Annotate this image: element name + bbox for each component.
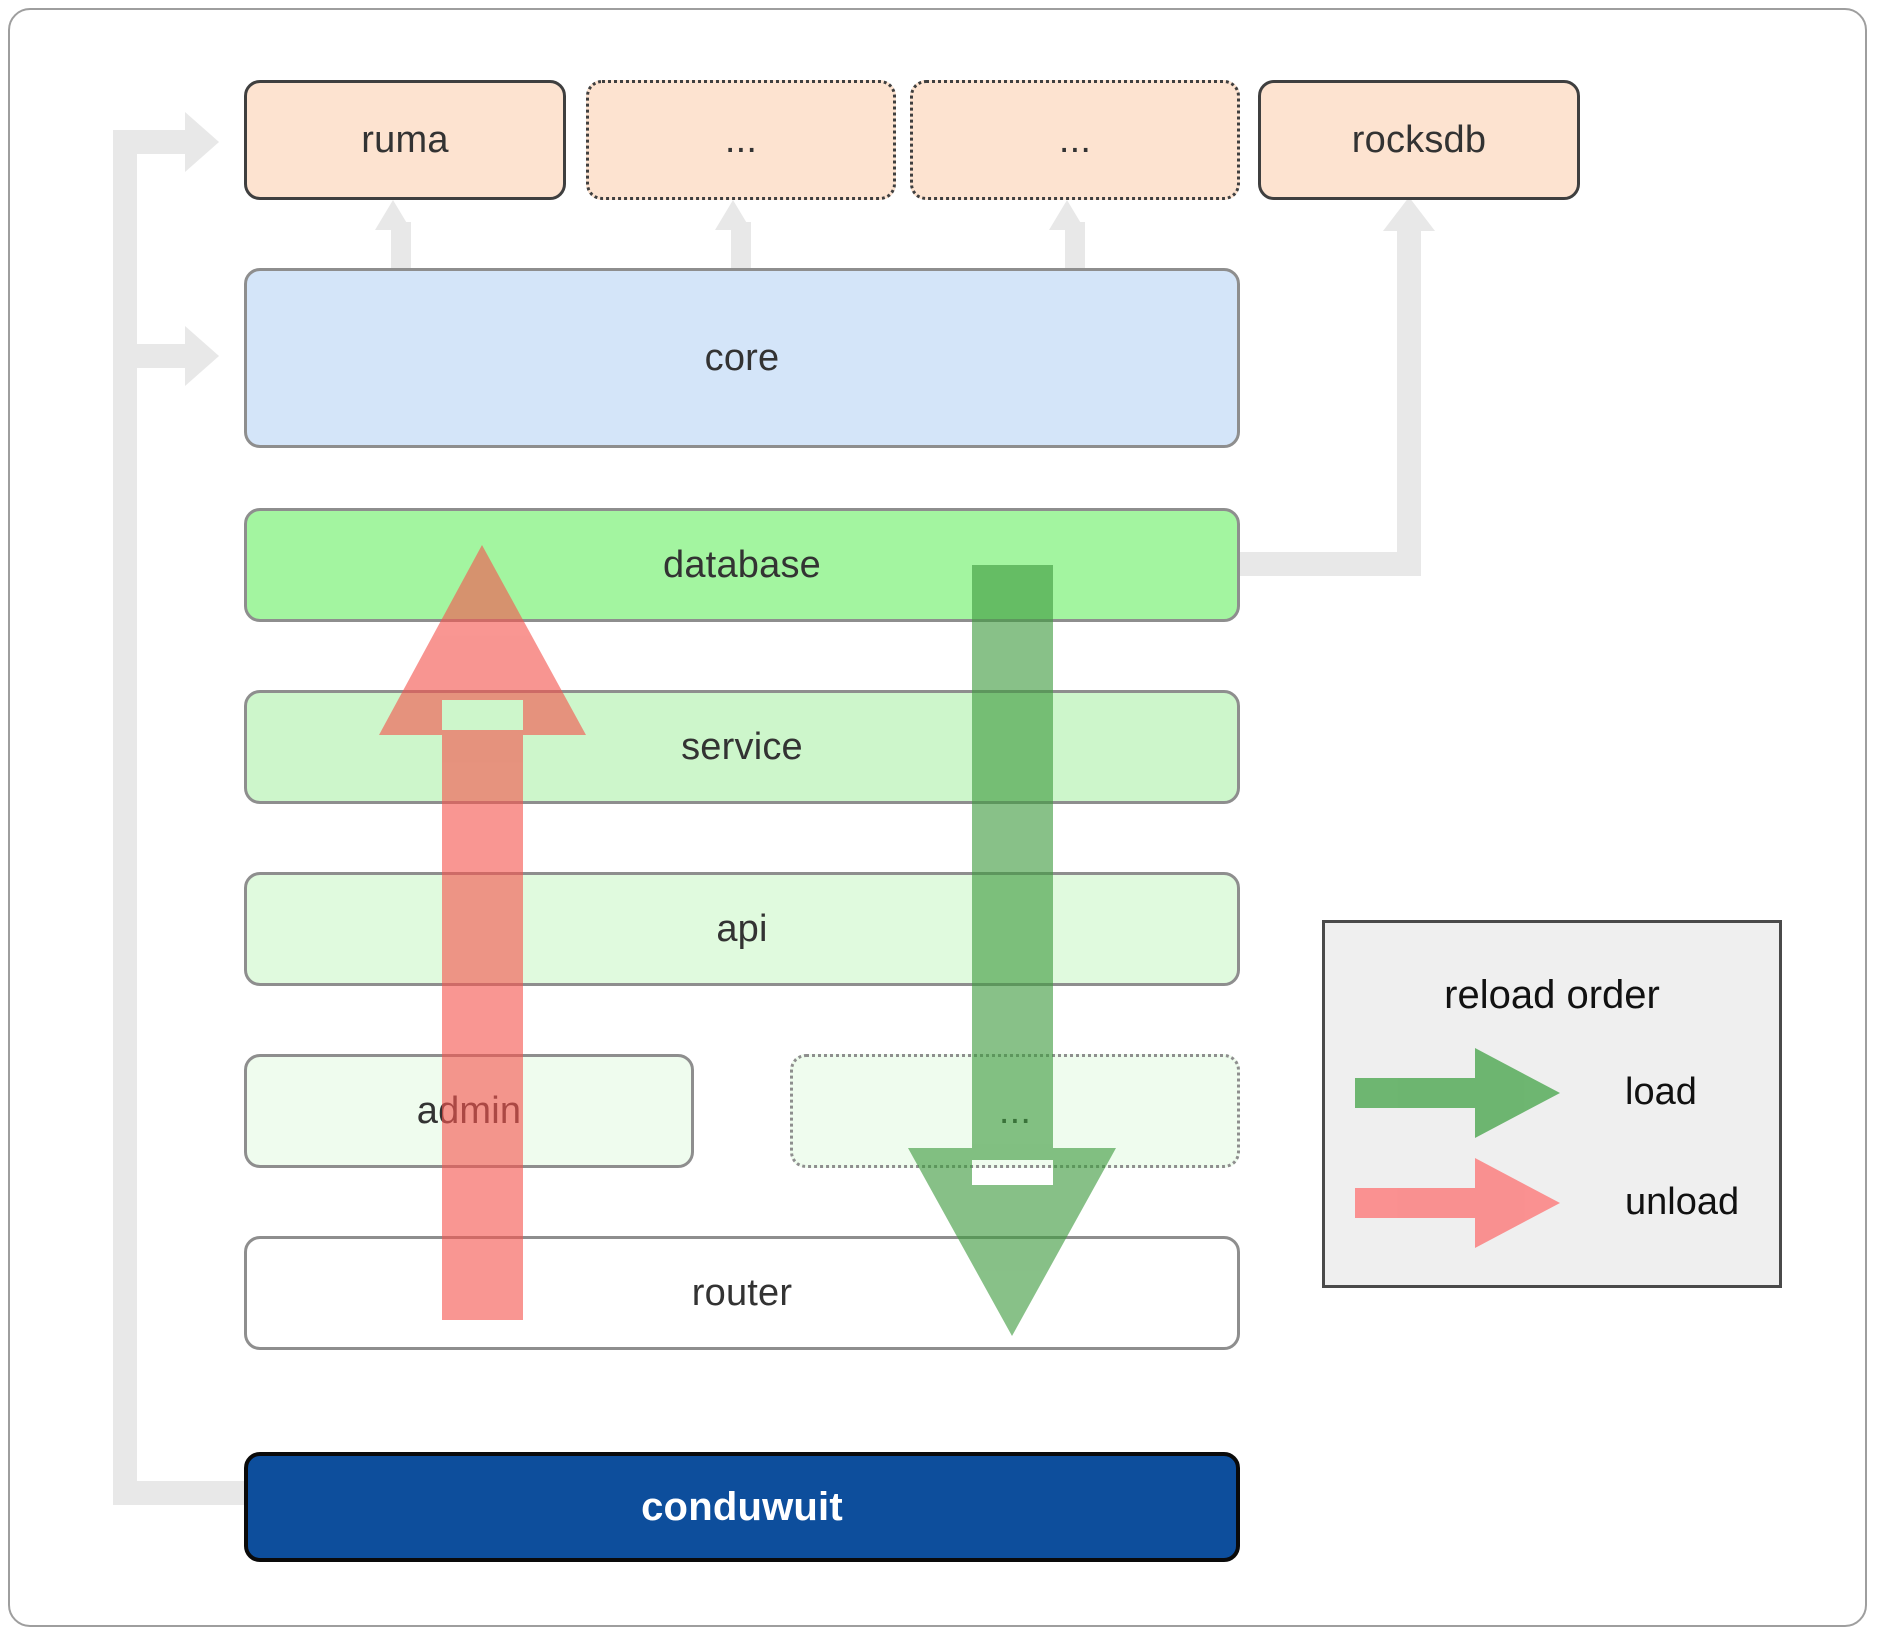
node-top-ellipsis-2-label: ... — [1058, 118, 1092, 161]
node-api[interactable]: api — [244, 872, 1240, 986]
node-ruma[interactable]: ruma — [244, 80, 566, 200]
node-top-ellipsis-2[interactable]: ... — [910, 80, 1240, 200]
connector-database-to-rocksdb-horizontal — [1235, 552, 1421, 576]
connector-arrowhead-core — [185, 326, 219, 386]
node-top-ellipsis-1-label: ... — [724, 118, 758, 161]
node-api-label: api — [716, 907, 768, 950]
node-core[interactable]: core — [244, 268, 1240, 448]
legend-load-label: load — [1625, 1071, 1697, 1113]
connector-core-to-dots1-shaft — [731, 222, 751, 272]
connector-arrowhead-ruma — [185, 112, 219, 172]
node-database[interactable]: database — [244, 508, 1240, 622]
node-router[interactable]: router — [244, 1236, 1240, 1350]
legend-load-arrow-icon — [1355, 1048, 1560, 1138]
node-admin[interactable]: admin — [244, 1054, 694, 1168]
node-layer-ellipsis-label: ... — [998, 1089, 1032, 1132]
connector-core-to-ruma-shaft — [391, 222, 411, 272]
node-rocksdb-label: rocksdb — [1351, 118, 1487, 161]
connector-core-to-ruma-arrowhead — [375, 200, 411, 230]
connector-arrowhead-rocksdb — [1383, 197, 1435, 231]
connector-core-to-dots2-shaft — [1065, 222, 1085, 272]
node-service[interactable]: service — [244, 690, 1240, 804]
node-conduwuit-label: conduwuit — [641, 1484, 843, 1529]
legend-panel: reload order load unload — [1322, 920, 1782, 1288]
connector-core-to-dots1-arrowhead — [715, 200, 751, 230]
node-rocksdb[interactable]: rocksdb — [1258, 80, 1580, 200]
node-top-ellipsis-1[interactable]: ... — [586, 80, 896, 200]
connector-branch-to-ruma — [113, 130, 191, 154]
node-layer-ellipsis[interactable]: ... — [790, 1054, 1240, 1168]
node-conduwuit[interactable]: conduwuit — [244, 1452, 1240, 1562]
node-core-label: core — [704, 336, 780, 379]
legend-title: reload order — [1444, 973, 1660, 1017]
node-admin-label: admin — [416, 1089, 522, 1132]
connector-branch-from-conduwuit — [113, 1481, 248, 1505]
node-ruma-label: ruma — [361, 118, 449, 161]
node-router-label: router — [691, 1271, 793, 1314]
connector-database-to-rocksdb-vertical — [1397, 230, 1421, 560]
connector-core-to-dots2-arrowhead — [1049, 200, 1085, 230]
diagram-frame — [8, 8, 1867, 1627]
legend-unload-arrow-icon — [1355, 1158, 1560, 1248]
node-service-label: service — [681, 725, 803, 768]
connector-trunk-vertical — [113, 130, 137, 1505]
legend-unload-label: unload — [1625, 1181, 1740, 1223]
connector-branch-to-core — [113, 344, 191, 368]
node-database-label: database — [663, 543, 821, 586]
